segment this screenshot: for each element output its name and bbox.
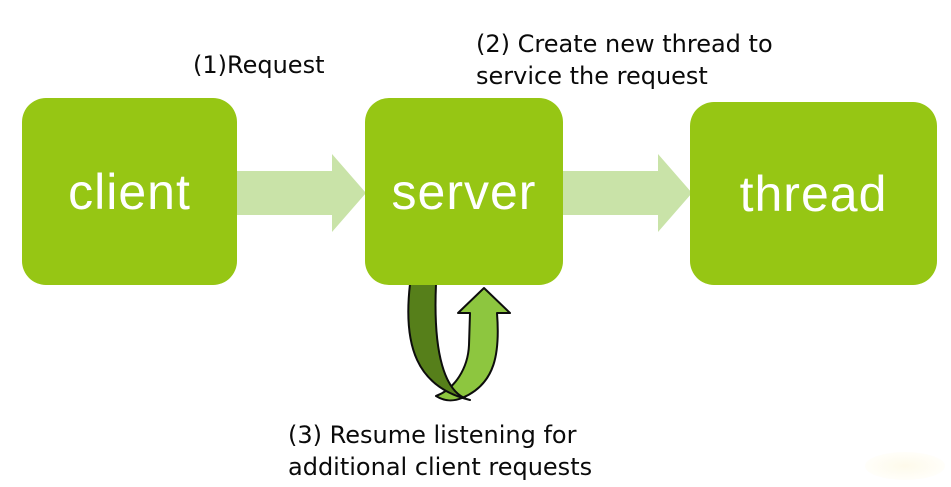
annotation-step2-create-thread: (2) Create new thread to service the req… bbox=[476, 30, 773, 90]
resume-loop-arrow-icon bbox=[407, 283, 511, 402]
node-thread: thread bbox=[690, 102, 937, 285]
node-client: client bbox=[22, 98, 237, 285]
node-thread-label: thread bbox=[739, 165, 888, 222]
watermark-smudge bbox=[865, 452, 945, 480]
request-arrow-icon bbox=[237, 154, 366, 232]
annotation-step1-request: (1)Request bbox=[193, 51, 325, 79]
node-server-label: server bbox=[391, 163, 537, 220]
node-client-label: client bbox=[68, 163, 191, 220]
annotation-step3-resume-listening: (3) Resume listening for additional clie… bbox=[288, 421, 593, 481]
create-thread-arrow-icon bbox=[563, 154, 692, 232]
node-server: server bbox=[365, 98, 563, 285]
